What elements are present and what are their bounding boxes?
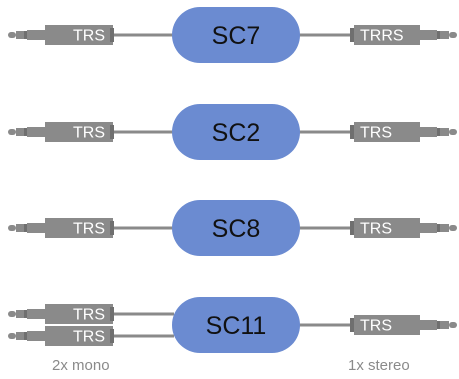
plug-ring [16,128,24,136]
jack-label: TRS [73,125,105,142]
plug-tip [449,225,457,231]
plug-ring [16,31,24,39]
plug-tip [449,32,457,38]
adapter-label: SC7 [212,22,261,50]
plug-sleeve [27,127,45,137]
plug-body [45,25,113,45]
plug-strain-relief [110,221,114,235]
plug-ring [440,31,449,39]
jack-label: TRS [73,221,105,238]
adapter-pill [172,7,300,63]
plug-insulator [24,332,27,340]
plug-strain-relief [350,318,354,332]
plug-strain-relief [110,28,114,42]
trs-plug-right: TRS [296,315,457,335]
cable-left [112,312,174,316]
adapter-pill [172,104,300,160]
plug-strain-relief [110,329,114,343]
plug-insulator [24,31,27,39]
cable-left [112,334,174,338]
plug-tip [449,322,457,328]
adapter-row-sc7: TRS TRRS SC7 [8,7,457,63]
plug-body [354,315,420,335]
trs-plug-left: TRS [8,25,174,45]
adapter-row-sc8: TRS TRS SC8 [8,200,457,256]
plug-insulator [437,321,440,329]
plug-body [45,304,113,324]
plug-tip [8,333,16,339]
adapter-row-sc11: TRS TRS TRS SC11 [8,297,457,353]
plug-sleeve [420,320,437,330]
plug-sleeve [420,127,437,137]
plug-strain-relief [350,125,354,139]
cable-right [296,323,354,327]
jack-label: TRS [73,307,105,324]
cable-left [112,33,174,37]
adapter-label: SC2 [212,119,261,147]
plug-body [354,218,420,238]
plug-insulator [437,128,440,136]
adapter-label: SC8 [212,215,261,243]
adapter-pill [172,297,300,353]
plug-ring [440,224,449,232]
jack-label: TRS [73,329,105,346]
plug-tip [8,311,16,317]
plug-insulator [437,224,440,232]
plug-body [45,122,113,142]
plug-strain-relief [110,307,114,321]
plug-strain-relief [350,221,354,235]
cable-left [112,226,174,230]
plug-ring [16,224,24,232]
jack-label: TRS [360,221,392,238]
plug-sleeve [27,223,45,233]
plug-strain-relief [110,125,114,139]
plug-body [45,218,113,238]
plug-insulator [437,31,440,39]
cable-left [112,130,174,134]
plug-ring [440,128,449,136]
trs-plug-right: TRS [296,122,457,142]
plug-body [45,326,113,346]
plug-body [354,122,420,142]
cable-right [296,130,354,134]
cable-right [296,226,354,230]
plug-body [354,25,420,45]
plug-sleeve [27,331,45,341]
plug-insulator [24,310,27,318]
plug-ring [16,332,24,340]
jack-label: TRS [360,318,392,335]
plug-tip [8,225,16,231]
trs-plug-left: TRS [8,304,174,324]
left-caption: 2x mono [52,357,110,374]
plug-tip [8,32,16,38]
plug-sleeve [420,223,437,233]
cable-right [296,33,354,37]
adapter-pill [172,200,300,256]
trs-plug-right: TRS [296,218,457,238]
plug-sleeve [27,309,45,319]
jack-label: TRRS [360,28,404,45]
plug-tip [8,129,16,135]
right-caption: 1x stereo [348,357,410,374]
plug-ring [440,321,449,329]
plug-insulator [24,224,27,232]
jack-label: TRS [360,125,392,142]
plug-sleeve [27,30,45,40]
trs-plug-left: TRS [8,218,174,238]
trs-plug-right: TRRS [296,25,457,45]
trs-plug-left: TRS [8,122,174,142]
adapter-row-sc2: TRS TRS SC2 [8,104,457,160]
plug-ring [16,310,24,318]
plug-sleeve [420,30,437,40]
trs-plug-left: TRS [8,326,174,346]
jack-label: TRS [73,28,105,45]
plug-strain-relief [350,28,354,42]
plug-tip [449,129,457,135]
adapter-label: SC11 [206,312,267,340]
plug-insulator [24,128,27,136]
